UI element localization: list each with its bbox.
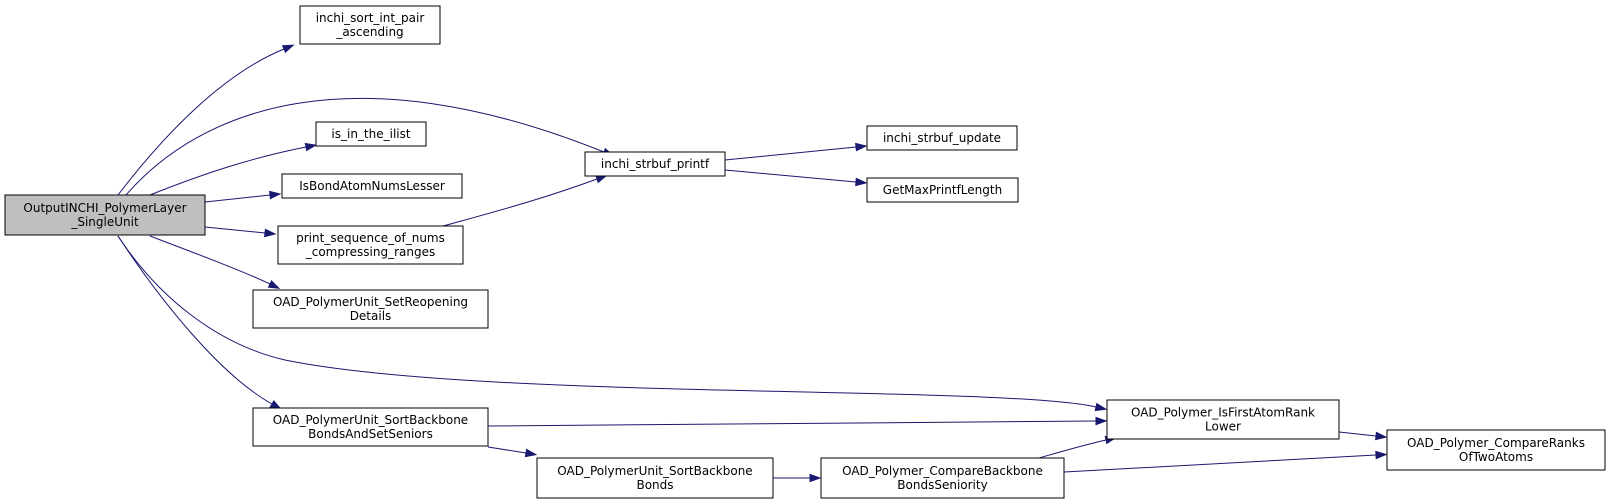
node-cbbs[interactable]: OAD_Polymer_CompareBackboneBondsSeniorit…: [820, 457, 1065, 499]
node-sbsen[interactable]: OAD_PolymerUnit_SortBackboneBondsAndSetS…: [252, 407, 489, 447]
node-box[interactable]: [277, 225, 464, 265]
node-box[interactable]: [299, 5, 441, 45]
edge-sbsen-to-isfirst: [487, 420, 1097, 427]
arrowhead-printf-to-update: [855, 142, 868, 152]
node-box[interactable]: [820, 457, 1065, 499]
node-label: is_in_the_ilist: [331, 127, 410, 141]
edge-root-to-reop: [149, 235, 271, 285]
node-label: OAD_Polymer_CompareRanks: [1407, 436, 1585, 450]
edge-pseq-to-printf: [442, 178, 598, 227]
arrowhead-root-to-isbond: [269, 190, 282, 200]
edge-cbbs-to-cranks: [1063, 454, 1377, 473]
node-label: _SingleUnit: [70, 215, 139, 229]
node-box[interactable]: [252, 407, 489, 447]
arrowhead-isfirst-to-cranks: [1375, 431, 1388, 441]
node-label: print_sequence_of_nums: [296, 231, 445, 245]
node-isbond[interactable]: IsBondAtomNumsLesser: [281, 173, 463, 199]
edge-root-to-isfirst: [117, 235, 1097, 408]
edge-printf-to-update: [724, 146, 857, 161]
arrowhead-pseq-to-printf: [595, 175, 608, 184]
node-printf[interactable]: inchi_strbuf_printf: [584, 151, 726, 177]
node-box[interactable]: [315, 121, 427, 147]
node-box[interactable]: [281, 173, 463, 199]
arrowhead-printf-to-gmax: [855, 177, 868, 187]
edge-printf-to-gmax: [724, 169, 857, 183]
node-label: _ascending: [335, 25, 403, 39]
node-label: OAD_Polymer_IsFirstAtomRank: [1131, 406, 1315, 420]
arrowhead-sbsen-to-sbb: [524, 448, 538, 458]
edge-root-to-inlist: [149, 146, 307, 196]
node-label: BondsAndSetSeniors: [308, 427, 433, 441]
node-label: Bonds: [636, 478, 673, 492]
node-label: inchi_sort_int_pair: [316, 11, 425, 25]
edge-sbsen-to-sbb: [487, 446, 527, 454]
node-label: inchi_strbuf_update: [883, 131, 1001, 145]
arrowhead-root-to-isfirst: [1094, 402, 1108, 412]
edge-root-to-sbsen: [117, 235, 273, 405]
arrowhead-root-to-reop: [267, 279, 281, 289]
node-label: _compressing_ranges: [305, 245, 436, 259]
node-label: OutputINCHI_PolymerLayer: [23, 201, 186, 215]
arrowhead-sbb-to-cbbs: [809, 473, 822, 483]
node-sort[interactable]: inchi_sort_int_pair_ascending: [299, 5, 441, 45]
node-label: IsBondAtomNumsLesser: [299, 179, 445, 193]
node-box[interactable]: [584, 151, 726, 177]
edge-root-to-pseq: [204, 226, 266, 234]
arrowhead-root-to-sort: [281, 44, 295, 54]
nodes-layer: OutputINCHI_PolymerLayer_SingleUnit inchi…: [4, 5, 1606, 499]
edge-cbbs-to-isfirst: [1038, 439, 1107, 459]
node-label: OfTwoAtoms: [1459, 450, 1533, 464]
node-box[interactable]: [866, 125, 1018, 151]
node-label: GetMaxPrintfLength: [883, 183, 1002, 197]
arrowhead-sbsen-to-isfirst: [1095, 416, 1108, 426]
node-label: OAD_Polymer_CompareBackbone: [842, 464, 1043, 478]
node-box[interactable]: [1386, 429, 1606, 471]
node-pseq[interactable]: print_sequence_of_nums_compressing_range…: [277, 225, 464, 265]
node-box[interactable]: [4, 194, 206, 236]
edge-root-to-sort: [117, 48, 285, 196]
node-gmax[interactable]: GetMaxPrintfLength: [866, 177, 1019, 203]
node-box[interactable]: [536, 457, 774, 499]
edge-root-to-isbond: [204, 194, 271, 203]
node-inlist[interactable]: is_in_the_ilist: [315, 121, 427, 147]
node-box[interactable]: [1106, 399, 1340, 440]
node-label: inchi_strbuf_printf: [601, 157, 710, 171]
edge-isfirst-to-cranks: [1338, 431, 1377, 437]
node-label: OAD_PolymerUnit_SortBackbone: [557, 464, 752, 478]
arrowhead-cbbs-to-cranks: [1375, 450, 1388, 460]
node-label: Details: [350, 309, 392, 323]
node-label: OAD_PolymerUnit_SetReopening: [273, 295, 468, 309]
node-label: Lower: [1205, 420, 1241, 434]
node-box[interactable]: [252, 289, 489, 329]
node-label: OAD_PolymerUnit_SortBackbone: [273, 413, 468, 427]
edge-root-to-printf: [125, 97, 605, 196]
node-box[interactable]: [866, 177, 1019, 203]
node-root[interactable]: OutputINCHI_PolymerLayer_SingleUnit: [4, 194, 206, 236]
node-label: BondsSeniority: [897, 478, 987, 492]
arrowhead-root-to-inlist: [304, 142, 318, 152]
arrowhead-root-to-pseq: [264, 228, 277, 238]
node-update[interactable]: inchi_strbuf_update: [866, 125, 1018, 151]
